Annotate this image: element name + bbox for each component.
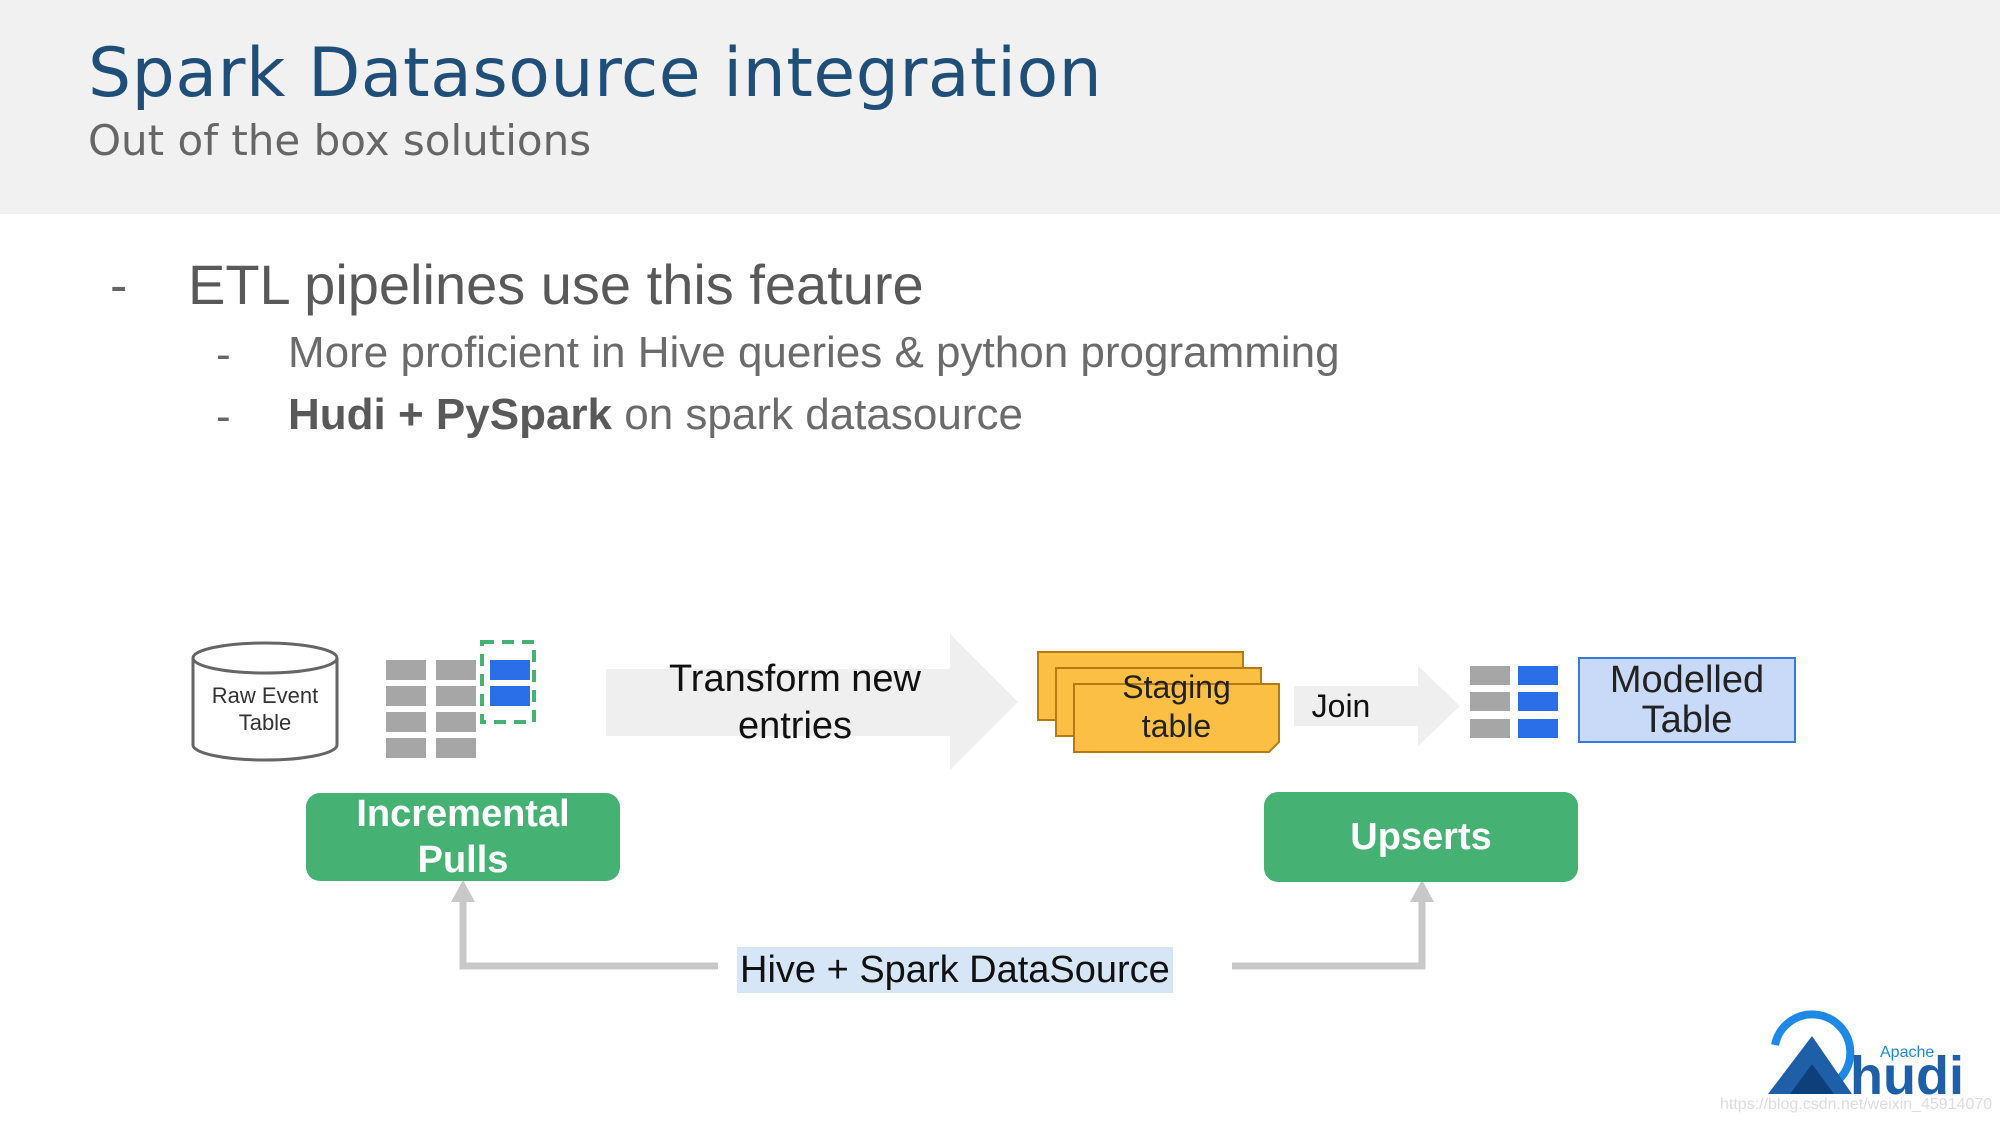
- staging-table-icon: [1037, 651, 1280, 753]
- arrow-up-right-icon: [1410, 880, 1434, 902]
- bullet-sub-1: More proficient in Hive queries & python…: [288, 328, 1340, 377]
- staging-table-label: Staging table: [1074, 668, 1279, 746]
- bullet-dash-main: -: [110, 257, 128, 315]
- modelled-table-box: Modelled Table: [1578, 657, 1796, 743]
- incremental-line1: Incremental: [356, 793, 570, 835]
- upserts-box: Upserts: [1264, 792, 1578, 882]
- bullet-sub-2-rest: on spark datasource: [612, 390, 1023, 439]
- raw-event-line1: Raw Event: [211, 683, 319, 708]
- bullet-main: ETL pipelines use this feature: [188, 253, 924, 316]
- bullet-dash-sub1: -: [216, 330, 231, 379]
- slide-subtitle: Out of the box solutions: [88, 116, 592, 165]
- transform-arrow-icon: [606, 634, 1018, 770]
- bullet-dash-sub2: -: [216, 392, 231, 441]
- staging-line1: Staging: [1122, 669, 1231, 705]
- incremental-line2: Pulls: [417, 839, 509, 881]
- incremental-pulls-box: Incremental Pulls: [306, 793, 620, 881]
- hive-connector-lines: [459, 898, 1426, 970]
- bullet-sub-2: Hudi + PySpark on spark datasource: [288, 390, 1023, 440]
- source-table-icon: [386, 640, 536, 758]
- modelled-line1: Modelled: [1609, 659, 1765, 701]
- transform-line1: Transform new: [669, 658, 921, 700]
- modelled-table-grid-icon: [1470, 666, 1558, 738]
- join-arrow-icon: [1294, 666, 1460, 746]
- raw-event-line2: Table: [238, 710, 292, 735]
- join-label: Join: [1311, 688, 1371, 724]
- logo-hudi-text: hudi: [1850, 1046, 1964, 1106]
- slide-header: Spark Datasource integration Out of the …: [0, 0, 2000, 214]
- transform-label: Transform new entries: [640, 656, 950, 750]
- watermark-url: https://blog.csdn.net/weixin_45914070: [1720, 1096, 1993, 1113]
- slide-title: Spark Datasource integration: [88, 34, 1103, 113]
- transform-line2: entries: [737, 705, 853, 747]
- database-cylinder-icon: [191, 641, 339, 762]
- arrow-up-left-icon: [451, 880, 475, 902]
- hudi-logo-icon: [1768, 1010, 1855, 1094]
- logo-apache-text: Apache: [1880, 1044, 1934, 1061]
- staging-line2: table: [1141, 708, 1212, 744]
- hive-spark-datasource-label: Hive + Spark DataSource: [737, 947, 1173, 993]
- bullet-sub-2-bold: Hudi + PySpark: [288, 390, 613, 439]
- raw-event-table-label: Raw Event Table: [193, 682, 337, 736]
- modelled-line2: Table: [1641, 699, 1733, 741]
